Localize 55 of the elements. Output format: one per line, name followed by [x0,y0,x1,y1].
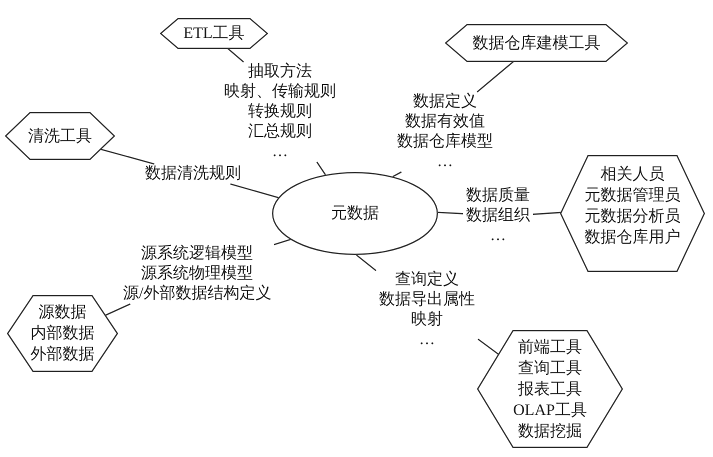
node-text: 数据导出属性 [379,290,475,310]
node-text: 清洗工具 [28,126,92,146]
node-text: 源/外部数据结构定义 [123,284,272,304]
node-text: OLAP工具 [513,400,587,420]
node-text: 查询定义 [395,270,459,290]
node-text: 元数据分析员 [584,206,680,226]
connector-line [478,338,499,355]
ellipse-node [272,172,438,255]
connector-line [438,212,464,214]
connector-line [316,162,326,176]
node-text: 数据仓库用户 [584,228,680,248]
node-text: 转换规则 [248,102,312,122]
node-text: 内部数据 [30,324,94,344]
node-text: 元数据 [331,204,379,224]
hexagon-node [445,24,628,62]
hexagon-node [160,18,268,49]
node-text: 数据质量 [466,186,530,206]
node-text: ETL工具 [183,24,245,44]
connector-line [227,48,244,62]
node-text: 数据仓库建模工具 [472,34,600,54]
node-text: 源数据 [38,303,86,323]
node-text: … [437,152,453,172]
connector-line [392,171,402,178]
node-text: 数据仓库模型 [397,132,493,152]
connector-line [274,238,291,246]
connector-line [532,212,562,215]
connector-line [100,148,154,165]
node-text: 源系统逻辑模型 [141,244,254,264]
node-text: 相关人员 [600,164,664,184]
connector-line [476,60,514,92]
node-text: 查询工具 [518,358,582,378]
node-text: 元数据管理员 [584,186,680,206]
hexagon-node [477,330,623,448]
connector-line [104,303,131,316]
node-text: … [272,142,288,162]
connector-line [230,183,278,198]
node-text: 数据有效值 [405,112,485,132]
node-text: … [490,226,506,246]
node-text: 汇总规则 [248,122,312,142]
node-text: 数据组织 [466,206,530,226]
node-text: 数据清洗规则 [145,164,241,184]
hexagon-node [560,155,705,272]
node-text: 源系统物理模型 [141,264,254,284]
node-text: 前端工具 [518,338,582,358]
node-text: 数据挖掘 [518,422,582,442]
node-text: 映射 [411,310,443,330]
node-text: 抽取方法 [248,62,312,82]
node-text: 报表工具 [518,380,582,400]
node-text: 映射、传输规则 [224,82,336,102]
connector-line [356,254,376,272]
node-text: 数据定义 [413,92,477,112]
node-text: 外部数据 [30,344,94,365]
hexagon-node [7,295,118,372]
hexagon-node [5,112,115,160]
node-text: … [419,330,435,350]
